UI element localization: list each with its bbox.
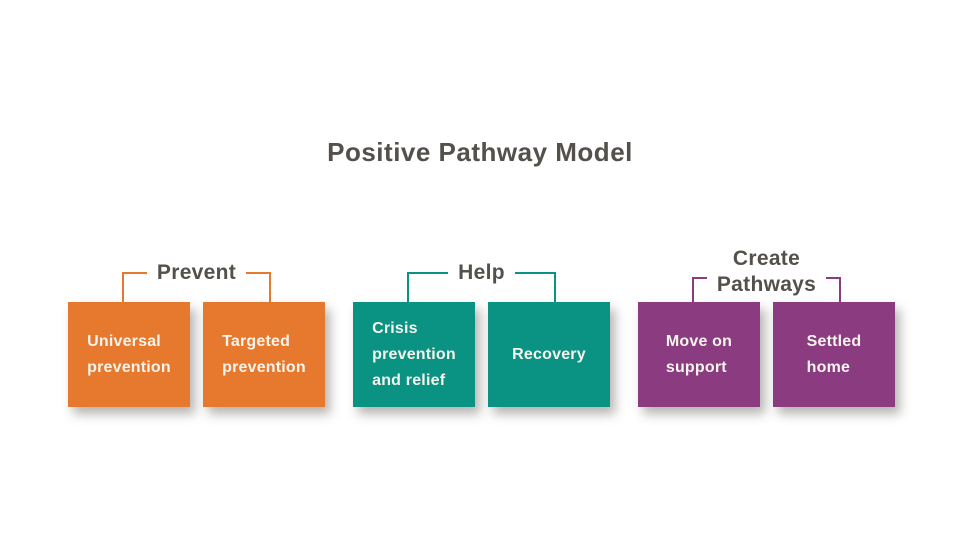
group-label-wrap-prevent: Prevent — [68, 260, 325, 286]
box-universal-prevention: Universal prevention — [68, 302, 190, 407]
box-targeted-prevention-label: Targeted prevention — [222, 332, 306, 376]
box-settled-home: Settled home — [773, 302, 895, 407]
group-label-wrap-help: Help — [353, 260, 610, 286]
box-crisis-prevention-and-relief-label: Crisis prevention and relief — [372, 319, 456, 389]
box-settled-home-label: Settled home — [806, 332, 862, 376]
bracket-vertical-line-left-create-pathways — [692, 277, 694, 304]
box-recovery-label: Recovery — [512, 345, 586, 363]
box-universal-prevention-label: Universal prevention — [87, 332, 171, 376]
group-label-help: Help — [448, 260, 515, 286]
group-create-pathways: Create Pathways Move on support Settled … — [638, 240, 895, 410]
box-move-on-support-label: Move on support — [665, 332, 733, 376]
bracket-vertical-line-left-help — [407, 272, 409, 304]
box-targeted-prevention: Targeted prevention — [203, 302, 325, 407]
group-prevent: Prevent Universal prevention Targeted pr… — [68, 240, 325, 410]
diagram-title: Positive Pathway Model — [327, 137, 633, 167]
box-crisis-prevention-and-relief: Crisis prevention and relief — [353, 302, 475, 407]
bracket-vertical-line-left-prevent — [122, 272, 124, 304]
group-label-prevent: Prevent — [146, 260, 247, 286]
bracket-vertical-line-right-prevent — [269, 272, 271, 304]
box-move-on-support: Move on support — [638, 302, 760, 407]
group-label-wrap-create-pathways: Create Pathways — [638, 246, 895, 298]
group-help: Help Crisis prevention and relief Recove… — [353, 240, 610, 410]
bracket-vertical-line-right-help — [554, 272, 556, 304]
group-label-create-pathways: Create Pathways — [706, 246, 827, 298]
bracket-vertical-line-right-create-pathways — [839, 277, 841, 304]
box-recovery: Recovery — [488, 302, 610, 407]
